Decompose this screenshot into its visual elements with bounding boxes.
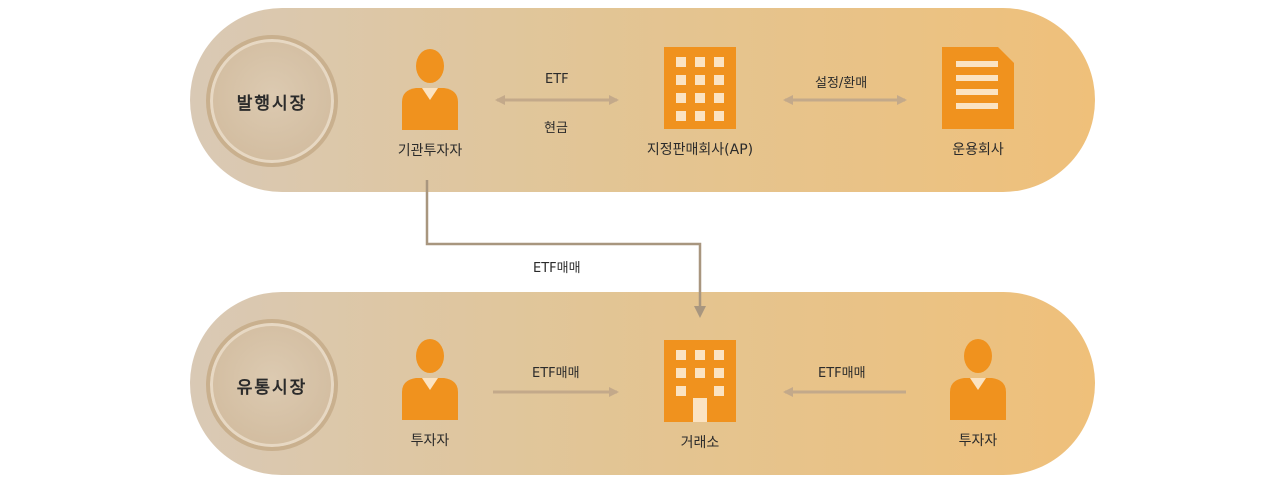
edge-label-trade-right: ETF매매	[818, 366, 866, 381]
connector-line	[425, 180, 702, 312]
edge-label-trade-left: ETF매매	[532, 366, 580, 381]
trading-market-badge: 유통시장	[206, 319, 338, 451]
node-label-institutional-investor: 기관투자자	[397, 143, 463, 159]
node-label-investor-right: 투자자	[958, 433, 998, 449]
node-investor-right: 투자자	[928, 336, 1028, 450]
person-icon	[402, 49, 458, 130]
edge-label-cash: 현금	[544, 121, 568, 136]
connector-arrowhead	[694, 306, 706, 318]
edge-label-creation-redemption: 설정/환매	[815, 76, 868, 91]
document-icon	[942, 47, 1014, 129]
node-asset-manager: 운용회사	[928, 47, 1028, 159]
node-label-exchange: 거래소	[680, 435, 720, 451]
person-icon	[402, 339, 458, 420]
node-label-asset-manager: 운용회사	[952, 142, 1004, 158]
node-authorized-participant: 지정판매회사(AP)	[630, 47, 770, 159]
issue-market-label: 발행시장	[236, 93, 308, 114]
person-icon	[950, 339, 1006, 420]
node-label-investor-left: 투자자	[410, 433, 450, 449]
node-investor-left: 투자자	[380, 336, 480, 450]
issue-market-badge: 발행시장	[206, 35, 338, 167]
node-label-authorized-participant: 지정판매회사(AP)	[646, 142, 754, 158]
edge-label-etf: ETF	[545, 72, 569, 87]
connector-label: ETF매매	[533, 261, 581, 276]
exchange-building-icon	[664, 340, 736, 422]
building-icon	[664, 47, 736, 129]
node-exchange: 거래소	[660, 340, 740, 452]
trading-market-label: 유통시장	[236, 377, 308, 398]
node-institutional-investor: 기관투자자	[380, 46, 480, 160]
trading-market-band	[190, 292, 1095, 475]
